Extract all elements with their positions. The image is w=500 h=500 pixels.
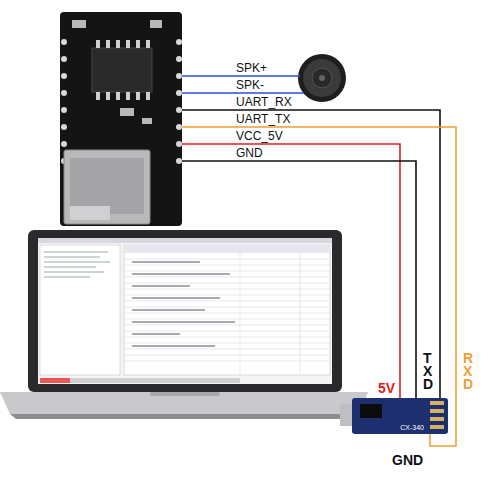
laptop-lid (28, 230, 342, 392)
pin-name: UART_RX (236, 96, 292, 109)
pin-name: VCC_5V (236, 130, 283, 143)
mp3-module (60, 12, 182, 226)
usb-plug (340, 404, 354, 426)
laptop-base (0, 392, 368, 414)
pin-name: SPK+ (236, 62, 267, 75)
speaker (298, 54, 346, 102)
signal-name: RXD (463, 352, 471, 391)
signal-name: 5V (378, 380, 395, 396)
signal-name: TXD (423, 352, 431, 391)
adapter-box: CX-340 (352, 398, 428, 434)
usb-ttl-adapter (352, 398, 448, 434)
signal-name: GND (392, 452, 423, 468)
pin-name: UART_TX (236, 113, 290, 126)
sd-card-slot (64, 150, 150, 224)
laptop-screen (38, 238, 332, 384)
wires (182, 76, 456, 446)
pin-name: SPK- (236, 79, 264, 92)
model-text: CX-340 (400, 424, 424, 432)
pin-name: GND (236, 147, 263, 160)
